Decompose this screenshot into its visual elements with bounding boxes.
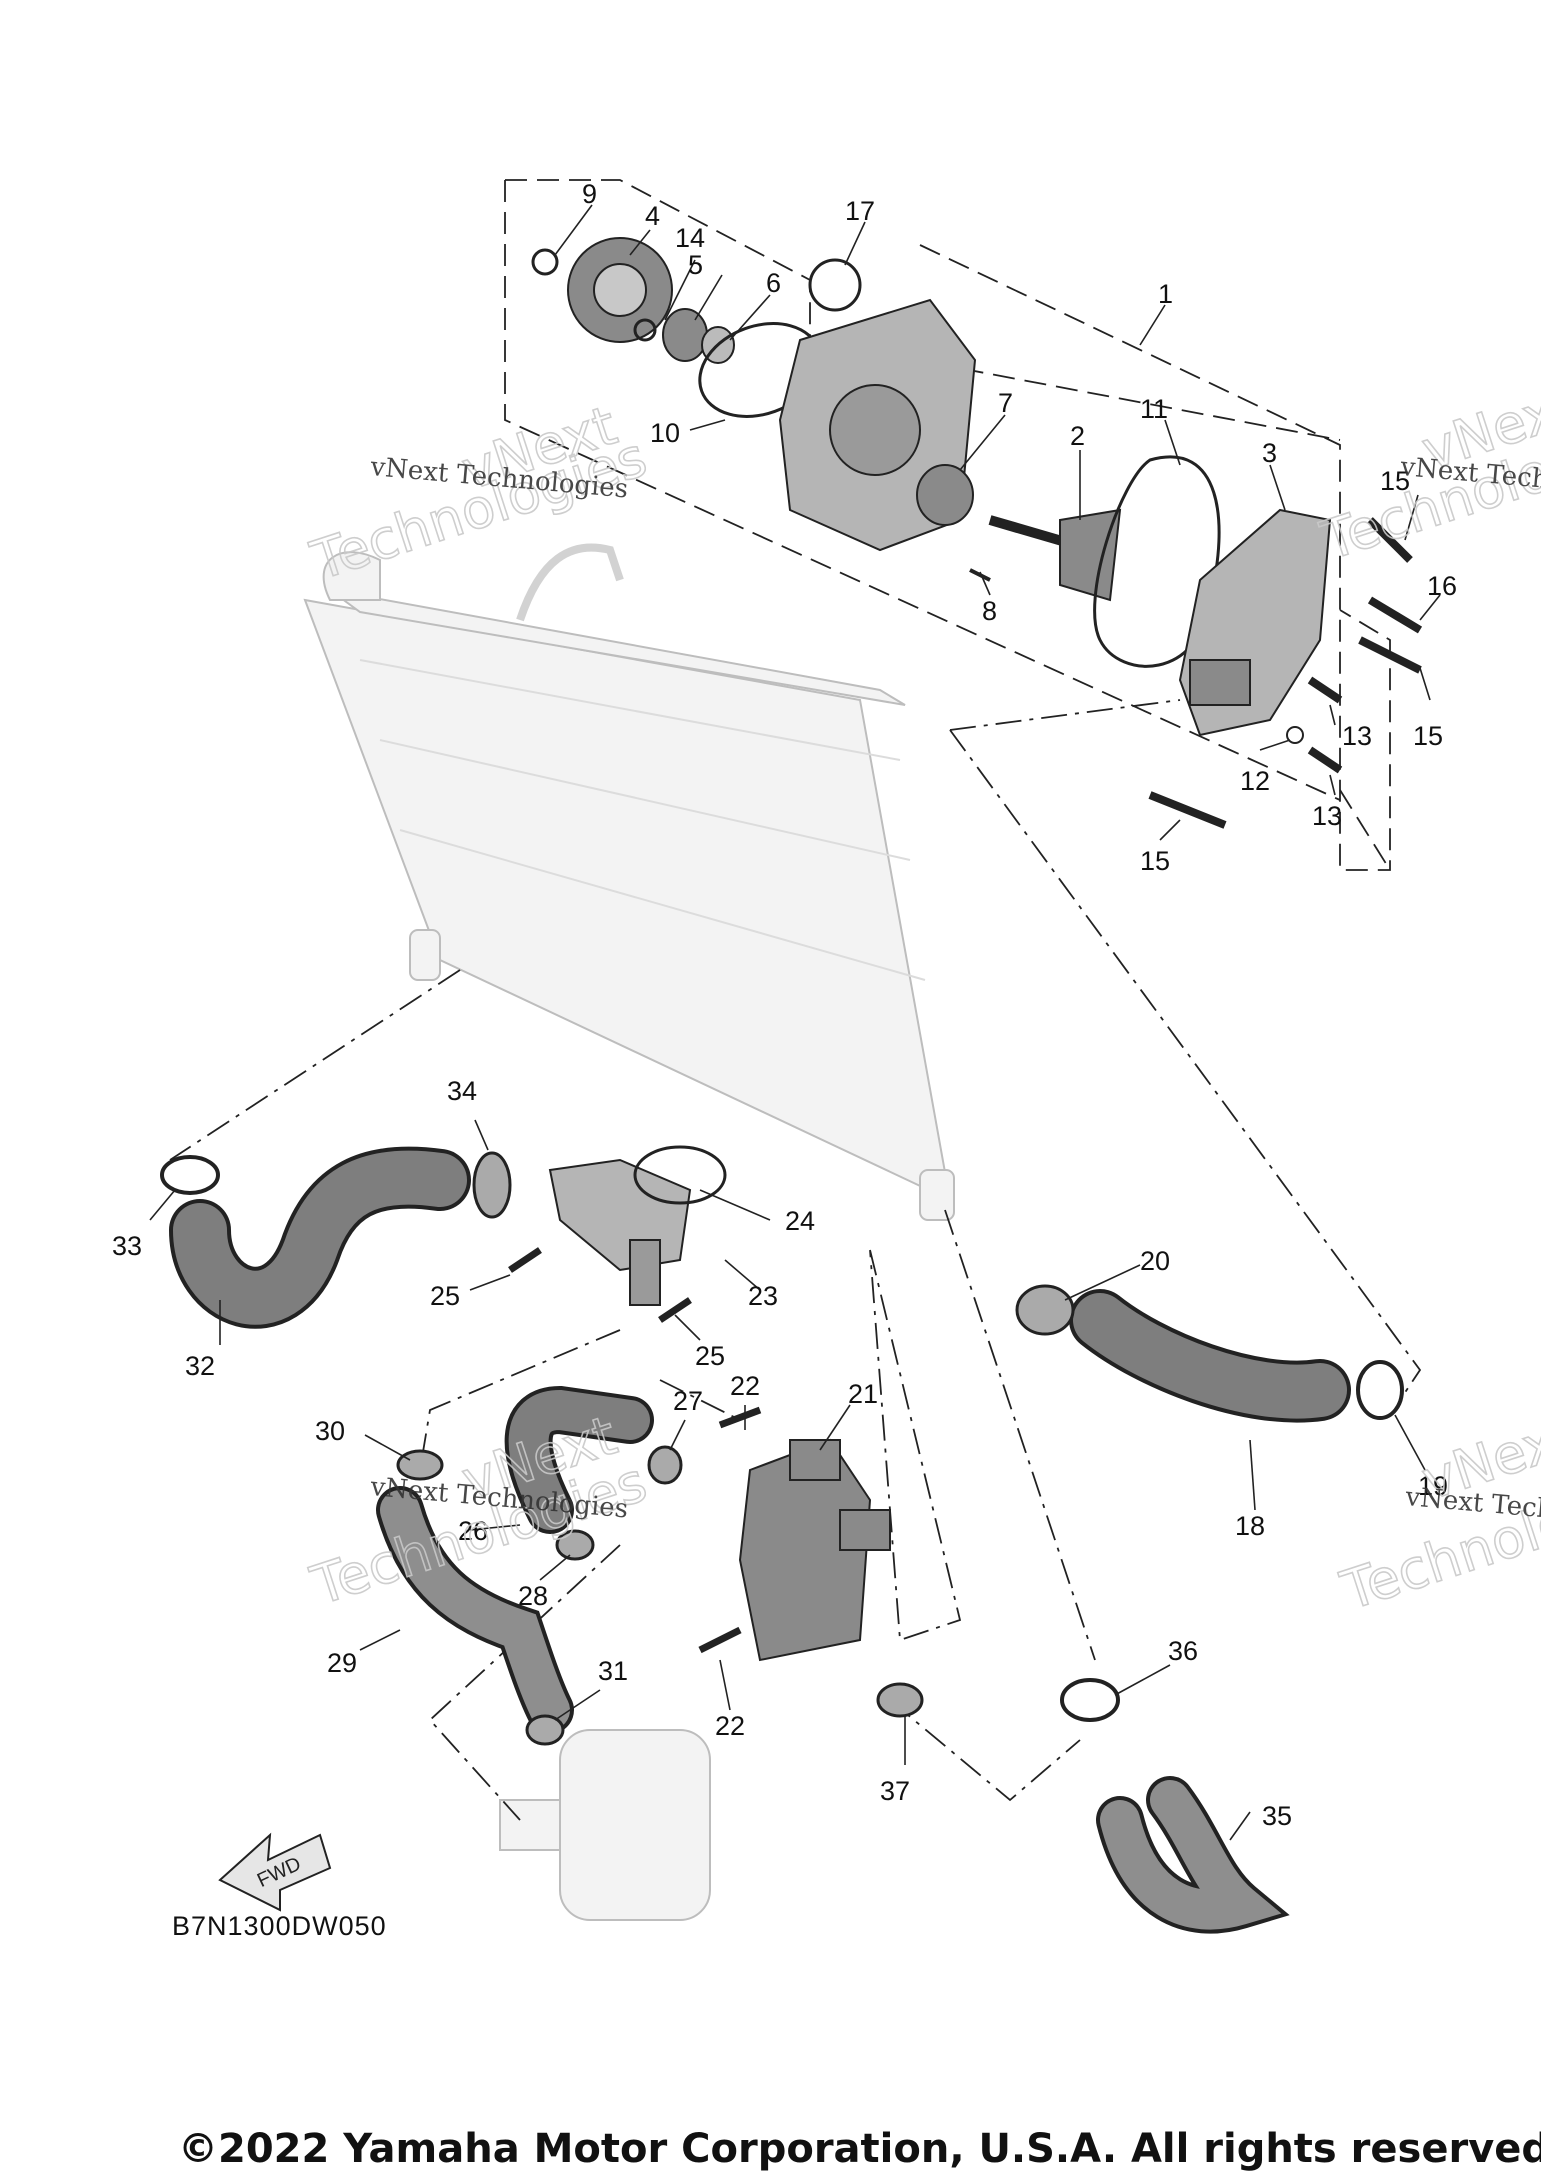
callout-10[interactable]: 10 [650,418,680,448]
callout-32[interactable]: 32 [185,1351,215,1381]
callout-7[interactable]: 7 [998,388,1013,418]
callout-14[interactable]: 14 [675,223,705,253]
callout-15c[interactable]: 15 [1140,846,1170,876]
callout-2[interactable]: 2 [1070,421,1085,451]
oil-cooler-ghost [499,1729,711,1921]
watermark-layer: vNext Technologies vNext Technologies vN… [303,373,1541,1624]
hoses-and-clamps [160,1145,1404,1934]
diagram-code: B7N1300DW050 [172,1911,387,1941]
callout-25a[interactable]: 25 [430,1281,460,1311]
callout-13b[interactable]: 13 [1312,801,1342,831]
callout-27[interactable]: 27 [673,1386,703,1416]
callout-36[interactable]: 36 [1168,1636,1198,1666]
callout-3[interactable]: 3 [1262,438,1277,468]
callout-8[interactable]: 8 [982,596,997,626]
radiator-ghost [303,543,955,1221]
callout-18[interactable]: 18 [1235,1511,1265,1541]
fwd-arrow-icon: FWD [218,1832,332,1912]
callout-31[interactable]: 31 [598,1656,628,1686]
callout-15b[interactable]: 15 [1413,721,1443,751]
callout-30[interactable]: 30 [315,1416,345,1446]
water-pump-housing-parts [531,237,1423,829]
callout-29[interactable]: 29 [327,1648,357,1678]
callout-13a[interactable]: 13 [1342,721,1372,751]
callout-17[interactable]: 17 [845,196,875,226]
callout-6[interactable]: 6 [766,268,781,298]
callout-22b[interactable]: 22 [715,1711,745,1741]
callout-12[interactable]: 12 [1240,766,1270,796]
callout-16[interactable]: 16 [1427,571,1457,601]
callout-4[interactable]: 4 [645,201,660,231]
callout-23[interactable]: 23 [748,1281,778,1311]
callout-1[interactable]: 1 [1158,279,1173,309]
callout-numbers: 1 2 3 4 5 6 7 8 9 10 11 12 13 13 14 15 1… [112,179,1457,1831]
callout-20[interactable]: 20 [1140,1246,1170,1276]
callout-26[interactable]: 26 [458,1516,488,1546]
callout-33[interactable]: 33 [112,1231,142,1261]
callout-21[interactable]: 21 [848,1379,878,1409]
callout-19[interactable]: 19 [1418,1471,1448,1501]
callout-28[interactable]: 28 [518,1581,548,1611]
copyright-text: ©2022 Yamaha Motor Corporation, U.S.A. A… [178,2126,1541,2172]
callout-5[interactable]: 5 [688,250,703,280]
callout-11[interactable]: 11 [1140,394,1168,424]
callout-34[interactable]: 34 [447,1076,477,1106]
routing-lines [169,699,1422,1821]
callout-24[interactable]: 24 [785,1206,815,1236]
callout-25b[interactable]: 25 [695,1341,725,1371]
callout-37[interactable]: 37 [880,1776,910,1806]
callout-leaders [149,204,1441,1841]
callout-9[interactable]: 9 [582,179,597,209]
callout-15a[interactable]: 15 [1380,466,1410,496]
callout-35[interactable]: 35 [1262,1801,1292,1831]
callout-22a[interactable]: 22 [730,1371,760,1401]
